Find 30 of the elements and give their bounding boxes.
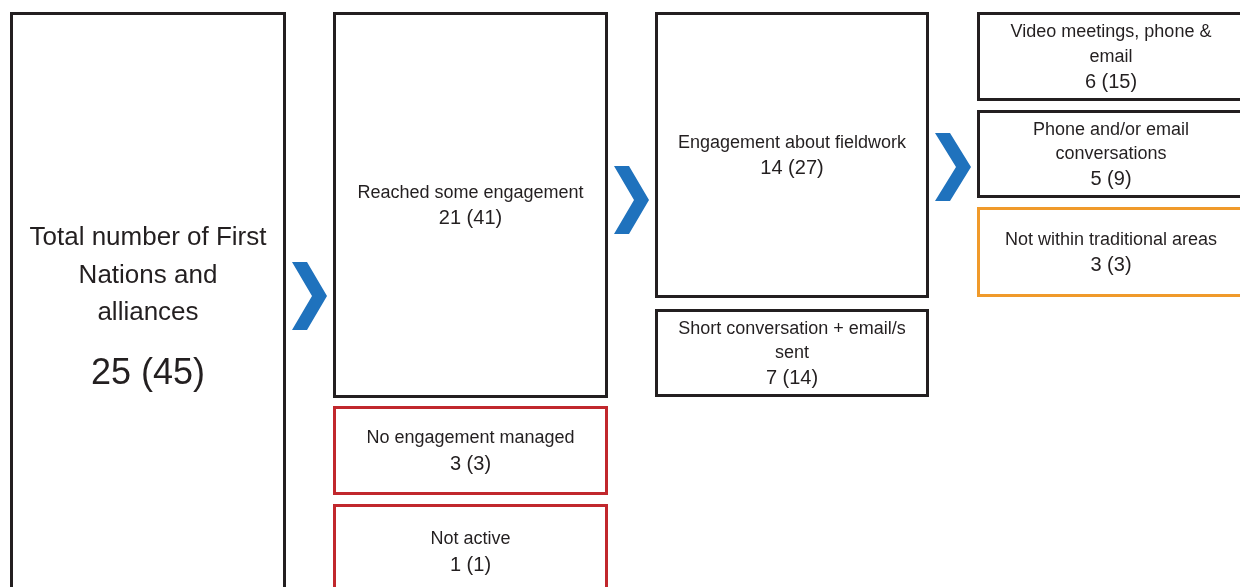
count-value: 5 (9) [1090, 166, 1132, 192]
count-value: 21 (41) [438, 205, 503, 231]
process-box [655, 309, 929, 397]
process-box [977, 207, 1240, 297]
process-box [333, 406, 608, 495]
process-box [333, 12, 608, 398]
box-label: No engagement managed [366, 426, 575, 450]
count-value: 3 (3) [1090, 252, 1132, 278]
process-box [655, 12, 929, 298]
chevron-arrow [614, 166, 649, 234]
process-box [977, 110, 1240, 198]
box-label: Reached some engagement [357, 180, 584, 204]
chevron-arrow [292, 262, 327, 330]
box-label: Video meetings, phone & email [1009, 20, 1213, 68]
box-label: Total number of First Nations and alliances [28, 220, 268, 329]
box-label: Phone and/or email conversations [1031, 117, 1191, 165]
process-box [10, 12, 286, 587]
count-value: 7 (14) [765, 365, 819, 391]
box-label: Engagement about fieldwork [677, 130, 907, 154]
process-box [333, 504, 608, 587]
count-value: 6 (15) [1084, 68, 1138, 94]
chevron-arrow [935, 133, 971, 201]
count-value: 1 (1) [449, 551, 492, 577]
count-value: 25 (45) [90, 350, 206, 395]
process-box [977, 12, 1240, 101]
box-label: Not within traditional areas [1004, 227, 1218, 251]
count-value: 14 (27) [760, 155, 824, 181]
box-label: Short conversation + email/s sent [677, 316, 907, 364]
count-value: 3 (3) [449, 450, 492, 476]
box-label: Not active [430, 527, 511, 551]
